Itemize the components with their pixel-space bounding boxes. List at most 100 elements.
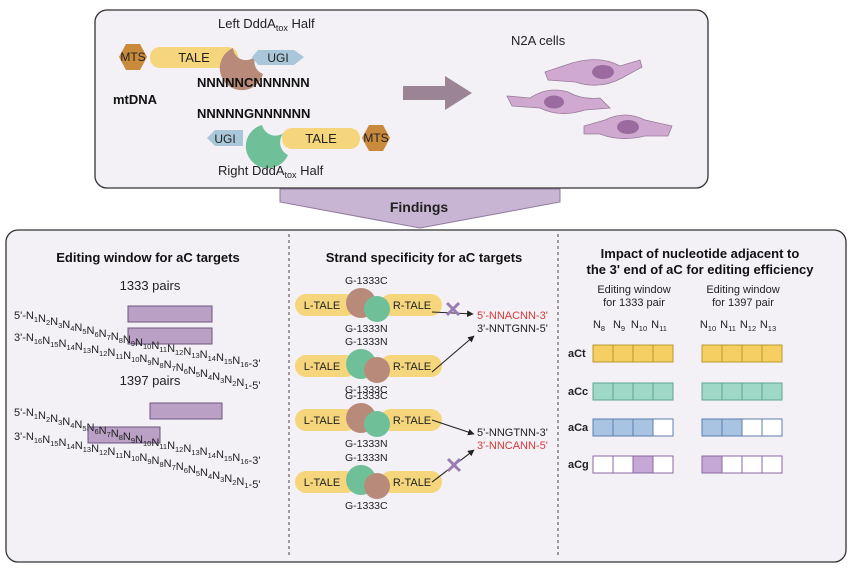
mtdna-label: mtDNA: [113, 92, 158, 107]
l-tale-label: L-TALE: [304, 300, 340, 312]
tale-left: [150, 47, 238, 68]
mts-label-right: MTS: [363, 131, 388, 145]
seq-token: N: [123, 350, 131, 362]
seq-subscript: 16: [240, 457, 248, 466]
efficiency-cell: [612, 382, 634, 401]
nucleus-3: [617, 120, 639, 134]
seq-token: N: [135, 337, 143, 349]
seq2-bottom: 3'-NNCANN-5': [477, 440, 548, 452]
sequence-top: NNNNNCNNNNNN: [197, 75, 310, 90]
seq-subscript: 2: [46, 318, 50, 327]
seq-subscript: 3: [58, 321, 62, 330]
l-tale-bar: [295, 355, 357, 377]
seq-token: N: [107, 446, 115, 458]
seq-token: N: [232, 452, 240, 464]
deaminase-half-b: [364, 411, 390, 437]
seq-token: N: [232, 355, 240, 367]
seq-token: N: [123, 334, 131, 346]
header-letter: N: [613, 319, 621, 331]
right-half-label: Right DddAtox Half: [218, 163, 324, 180]
efficiency-cell: [741, 418, 763, 437]
window-column-header: N13: [760, 319, 776, 333]
seq-subscript: 14: [208, 451, 216, 460]
deaminase-right-half: [245, 125, 288, 169]
seq-subscript: 16: [34, 337, 42, 346]
efficiency-cell: [721, 344, 743, 363]
arrow-1: [431, 310, 474, 318]
l-tale-bar: [295, 294, 357, 316]
seq-subscript: 13: [191, 448, 199, 457]
bottom-panel: [5, 229, 847, 563]
header-letter: N: [631, 319, 639, 331]
seq-subscript: 13: [83, 445, 91, 454]
sequence-bottom: NNNNNGNNNNNN: [197, 106, 310, 121]
r-tale-label: R-TALE: [393, 300, 431, 312]
efficiency-cell: [741, 455, 763, 474]
seq-subscript: 3: [220, 475, 224, 484]
l-tale-label: L-TALE: [304, 415, 340, 427]
seq-token: -3': [249, 455, 261, 467]
seq-subscript: 10: [131, 454, 139, 463]
seq-subscript: 16: [34, 436, 42, 445]
seq-subscript: 14: [208, 354, 216, 363]
nucleus-2: [544, 95, 564, 109]
seq-subscript: 15: [224, 454, 232, 463]
seq-token: N: [62, 416, 70, 428]
efficiency-cell: [721, 455, 743, 474]
row-label-aCa: aCa: [568, 422, 589, 434]
seq-token: N: [26, 431, 34, 443]
header-letter: N: [593, 319, 601, 331]
seq-token: N: [200, 368, 208, 380]
seq-token: N: [26, 407, 34, 419]
tale-label-left: TALE: [178, 50, 210, 65]
g1333-label-top: G-1333C: [345, 275, 388, 287]
efficiency-cell: [701, 418, 723, 437]
sequence-row3: 5'-N1N2N3N4N5N6N7N8N9N10N11N12N13N14N15N…: [14, 407, 260, 467]
r-tale-bar: [380, 355, 442, 377]
seq-subscript: 13: [191, 351, 199, 360]
seq-subscript: 15: [50, 439, 58, 448]
window-column-header: N8: [593, 319, 605, 333]
seq-subscript: 15: [224, 357, 232, 366]
efficiency-cell: [632, 382, 654, 401]
seq-subscript: 10: [131, 355, 139, 364]
seq-token: N: [75, 440, 83, 452]
highlight-row4: [87, 426, 161, 444]
seq-token: -5': [249, 479, 261, 491]
seq-subscript: 12: [99, 448, 107, 457]
seq-token: N: [164, 359, 172, 371]
seq-token: 3'-: [14, 431, 26, 443]
seq-token: N: [167, 343, 175, 355]
seq-subscript: 13: [83, 346, 91, 355]
seq-token: N: [123, 449, 131, 461]
ugi-right: [207, 130, 243, 146]
window-column-header: N9: [613, 319, 625, 333]
seq-token: N: [236, 476, 244, 488]
sequence-row1: 5'-N1N2N3N4N5N6N7N8N9N10N11N12N13N14N15N…: [14, 310, 260, 370]
efficiency-cell: [652, 382, 674, 401]
seq-token: N: [42, 434, 50, 446]
efficiency-cell: [612, 344, 634, 363]
deaminase-left-half: [219, 48, 263, 91]
seq-subscript: 5: [196, 370, 200, 379]
window1333-line2: for 1333 pair: [603, 297, 665, 309]
g1333-label-bottom: G-1333N: [345, 438, 388, 450]
seq-subscript: 14: [66, 442, 74, 451]
panel1-title: Editing window for aC targets: [56, 250, 239, 265]
efficiency-cell: [652, 455, 674, 474]
seq-token: N: [183, 346, 191, 358]
r-tale-label: R-TALE: [393, 415, 431, 427]
seq-subscript: 9: [131, 339, 135, 348]
seq-subscript: 12: [175, 348, 183, 357]
left-half-label: Left DddAtox Half: [218, 16, 315, 33]
seq-subscript: 9: [147, 358, 151, 367]
seq-subscript: 16: [240, 360, 248, 369]
n2a-cells-label: N2A cells: [511, 33, 566, 48]
seq-token: N: [74, 322, 82, 334]
seq-subscript: 6: [184, 367, 188, 376]
seq-token: N: [99, 425, 107, 437]
seq-token: N: [167, 440, 175, 452]
